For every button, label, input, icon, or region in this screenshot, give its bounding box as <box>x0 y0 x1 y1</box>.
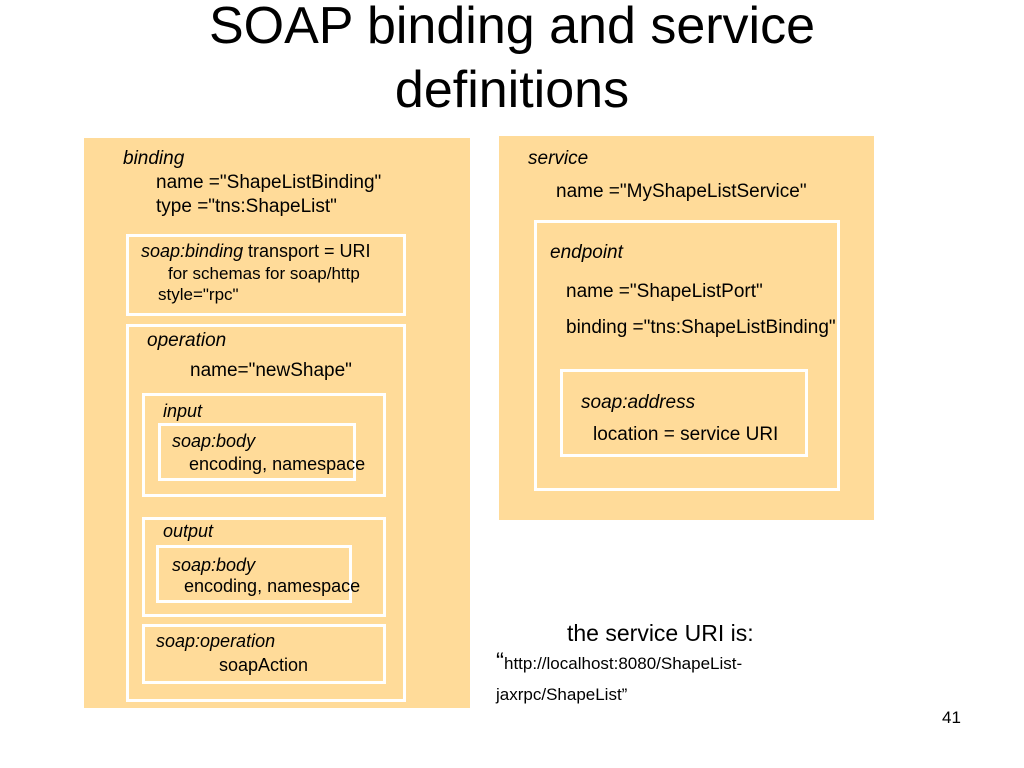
slide-title-line-1: SOAP binding and service <box>208 0 816 55</box>
output-soap-body-text: encoding, namespace <box>184 576 361 596</box>
soap-address-label: soap:address <box>581 392 696 413</box>
soap-operation-box <box>142 624 386 684</box>
operation-label: operation <box>147 330 227 351</box>
input-soap-body-label: soap:body <box>172 431 256 451</box>
soap-binding-style: style="rpc" <box>158 285 239 304</box>
binding-label: binding <box>123 148 185 169</box>
service-uri-text-continued: jaxrpc/ShapeList” <box>496 685 628 704</box>
input-soap-body-text: encoding, namespace <box>189 454 366 474</box>
soap-address-box <box>560 369 808 457</box>
soap-operation-label: soap:operation <box>156 631 276 651</box>
slide-title: SOAP binding and service definitions <box>0 0 1024 122</box>
output-soap-body-label: soap:body <box>172 555 256 575</box>
endpoint-label: endpoint <box>550 242 623 263</box>
service-uri-open-quote: “ <box>496 648 504 675</box>
page-number: 41 <box>942 708 961 727</box>
soap-address-location: location = service URI <box>593 424 779 445</box>
soap-binding-transport: transport = URI <box>248 241 371 261</box>
slide-title-line-2: definitions <box>394 61 630 119</box>
soap-operation-text: soapAction <box>219 655 309 675</box>
binding-type: type ="tns:ShapeList" <box>156 196 337 217</box>
operation-name: name="newShape" <box>190 360 352 381</box>
input-box <box>142 393 386 497</box>
service-uri-line: “http://localhost:8080/ShapeList- <box>496 648 742 676</box>
endpoint-name: name ="ShapeListPort" <box>566 281 763 302</box>
output-label: output <box>163 521 214 541</box>
soap-binding-box <box>126 234 406 316</box>
endpoint-binding: binding ="tns:ShapeListBinding" <box>566 317 836 338</box>
service-name: name ="MyShapeListService" <box>556 181 807 202</box>
soap-binding-label: soap:binding <box>141 241 244 261</box>
operation-box <box>126 324 406 702</box>
output-soap-body-box <box>156 545 352 603</box>
service-label: service <box>528 148 589 169</box>
endpoint-box <box>534 220 840 491</box>
output-box <box>142 517 386 617</box>
soap-binding-schemas: for schemas for soap/http <box>168 264 360 283</box>
binding-name: name ="ShapeListBinding" <box>156 172 382 193</box>
input-label: input <box>163 401 203 421</box>
input-soap-body-box <box>158 423 356 481</box>
service-uri-heading: the service URI is: <box>567 620 754 646</box>
service-uri-text: http://localhost:8080/ShapeList- <box>504 654 743 673</box>
